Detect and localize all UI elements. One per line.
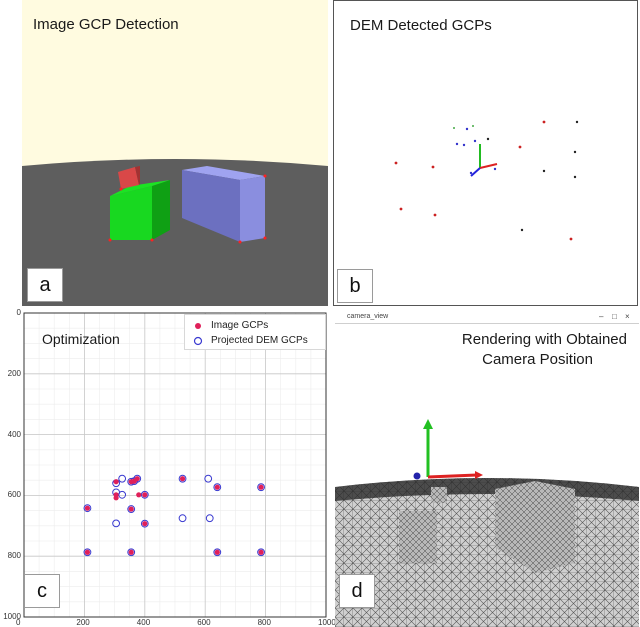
panel-title-line1: Rendering with Obtained — [461, 331, 627, 348]
legend-label: Image GCPs — [211, 320, 269, 331]
y-tick-label: 800 — [7, 551, 21, 561]
x-tick-label: 600 — [197, 618, 211, 627]
legend-item-projected-dem-gcps: Projected DEM GCPs — [193, 335, 308, 346]
scatter-chart — [23, 312, 327, 618]
z-axis-dot — [413, 472, 421, 480]
green-box — [110, 186, 152, 240]
mesh-cube — [431, 487, 447, 503]
blue-box — [182, 166, 265, 180]
projected-dem-gcp-point — [257, 483, 265, 492]
x-tick-label: 200 — [76, 618, 90, 627]
mesh-box-left — [399, 511, 437, 563]
projected-dem-gcp-point — [213, 483, 222, 492]
window-title: camera_view — [347, 313, 389, 320]
red-cube — [118, 167, 139, 189]
y-tick-label: 1000 — [3, 612, 21, 621]
x-tick-label: 800 — [257, 618, 271, 627]
image-gcp-point — [113, 479, 119, 485]
image-gcp-point — [258, 549, 264, 555]
close-icon[interactable]: × — [625, 312, 630, 321]
mesh-box-right — [495, 481, 575, 573]
panel-letter: d — [339, 574, 375, 608]
z-axis-arrow — [470, 167, 481, 177]
projected-dem-gcp-point — [140, 519, 149, 528]
x-axis-arrow — [479, 163, 498, 169]
scene-render — [22, 159, 328, 306]
y-tick-label: 600 — [7, 490, 21, 500]
image-gcp-point — [136, 492, 142, 498]
panel-title: Image GCP Detection — [33, 16, 179, 33]
chart-legend: Image GCPs Projected DEM GCPs — [184, 314, 326, 350]
panel-camera-rendering: camera_view – □ × Rendering with Obtaine… — [335, 311, 639, 627]
panel-dem-detected-gcps: DEM Detected GCPs b — [333, 0, 638, 306]
image-gcp-point — [84, 549, 91, 555]
panel-letter: a — [27, 268, 63, 302]
legend-item-image-gcps: Image GCPs — [193, 320, 268, 331]
image-gcp-point — [142, 492, 148, 498]
panel-title-line2: Camera Position — [482, 351, 593, 368]
image-gcp-point — [214, 484, 220, 490]
panel-letter-c: c — [24, 574, 60, 608]
projected-dem-gcp-point — [83, 504, 92, 513]
projected-dem-gcp-point — [118, 490, 127, 499]
image-gcp-point — [113, 495, 119, 501]
x-tick-label: 400 — [136, 618, 151, 627]
image-gcp-point — [258, 484, 264, 490]
projected-dem-gcp-point — [178, 514, 187, 523]
x-axis-arrow — [427, 473, 478, 479]
projected-dem-gcp-point — [127, 548, 136, 557]
plot-frame — [23, 312, 327, 618]
y-tick-label: 400 — [7, 429, 21, 439]
projected-dem-gcp-point — [178, 474, 187, 483]
x-tick-label: 0 — [16, 618, 21, 627]
projected-dem-gcp-point — [213, 548, 222, 557]
image-gcp-point — [84, 505, 91, 511]
image-gcp-point — [179, 476, 186, 482]
y-tick-label: 0 — [16, 308, 21, 317]
image-gcp-point — [128, 549, 134, 555]
projected-dem-gcp-point — [118, 474, 127, 483]
projected-dem-gcp-point — [204, 474, 213, 483]
image-gcp-point — [128, 506, 134, 512]
chart-title: Optimization — [42, 331, 120, 347]
panel-title: DEM Detected GCPs — [350, 17, 492, 34]
ground-plane — [22, 159, 328, 306]
projected-dem-gcp-point — [140, 490, 149, 499]
y-tick-label: 200 — [7, 368, 21, 378]
mesh-render — [335, 419, 639, 627]
legend-label: Projected DEM GCPs — [211, 335, 308, 346]
window-title-bar: camera_view – □ × — [335, 311, 639, 324]
panel-image-gcp-detection: Image GCP Detection a — [22, 0, 328, 306]
projected-dem-gcp-point — [127, 505, 136, 513]
projected-dem-gcp-point — [112, 519, 121, 528]
projected-dem-gcp-point — [205, 514, 214, 523]
projected-dem-gcp-point — [83, 548, 92, 557]
panel-letter: b — [337, 269, 373, 303]
projected-dem-gcp-point — [257, 548, 265, 557]
dem-point-cloud — [394, 120, 579, 241]
mesh-ground — [335, 478, 639, 627]
image-gcp-point — [134, 476, 140, 482]
minimize-icon[interactable]: – — [599, 312, 604, 321]
maximize-icon[interactable]: □ — [612, 312, 617, 321]
image-gcp-markers — [108, 174, 267, 244]
image-gcp-point — [142, 521, 148, 527]
x-tick-label: 1000 — [318, 618, 336, 627]
image-gcp-point — [214, 549, 220, 555]
